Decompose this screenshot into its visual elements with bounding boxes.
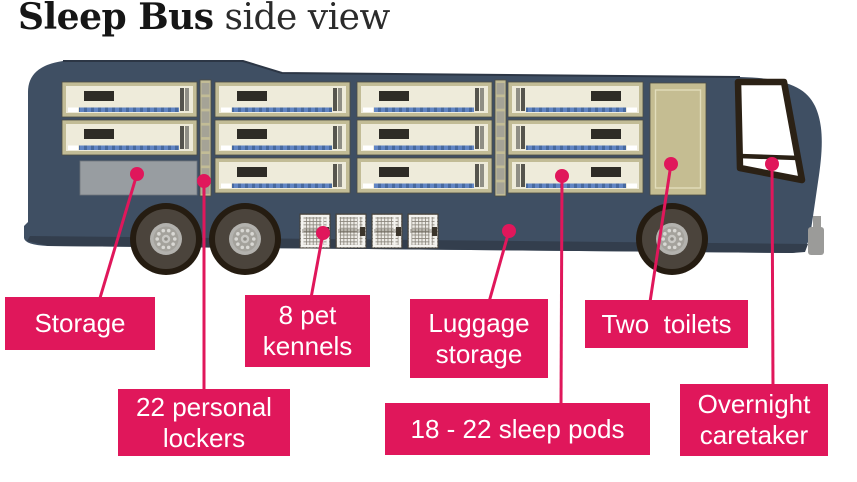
- title-regular: side view: [213, 0, 391, 38]
- sleep-pod: [214, 119, 351, 156]
- wheel: [636, 203, 708, 275]
- toilet-cabin: [649, 82, 707, 196]
- front-step-lower: [808, 227, 824, 255]
- locker-strips-group: [199, 79, 507, 197]
- leader-kennels: [309, 232, 325, 299]
- sleep-pods-group: [61, 81, 644, 194]
- leader-toilets: [648, 163, 673, 303]
- roof-edge: [63, 60, 741, 78]
- leader-luggage: [487, 230, 511, 303]
- sleep-pod: [61, 119, 198, 156]
- wheel: [130, 203, 202, 275]
- pet-kennels-group: [299, 213, 439, 249]
- label-kennels: 8 pet kennels: [245, 295, 370, 367]
- sleep-pod: [507, 119, 644, 156]
- callout-leaders: [98, 157, 779, 407]
- sleep-pod: [507, 81, 644, 118]
- label-sleep-pods: 18 - 22 sleep pods: [385, 403, 650, 455]
- locker-strip: [494, 79, 507, 197]
- dot-lockers: [197, 174, 211, 188]
- kennel-crate: [299, 213, 331, 249]
- kennel-crate: [335, 213, 367, 249]
- wheel: [209, 203, 281, 275]
- dot-kennels: [316, 226, 330, 240]
- leader-storage: [98, 173, 139, 299]
- sleep-pod: [507, 157, 644, 194]
- sleep-pod: [214, 157, 351, 194]
- leader-caretaker: [770, 163, 775, 389]
- label-luggage: Luggage storage: [410, 299, 548, 378]
- wheels-group: [130, 203, 708, 275]
- toilet-cabin-door: [654, 89, 702, 189]
- leader-sleep-pods: [559, 175, 564, 407]
- dot-toilets: [664, 157, 678, 171]
- sleep-pod: [356, 81, 493, 118]
- dot-storage: [130, 167, 144, 181]
- dot-luggage: [502, 224, 516, 238]
- sleep-pod: [214, 81, 351, 118]
- sleep-pod: [61, 81, 198, 118]
- title-bold: Sleep Bus: [18, 0, 214, 38]
- page-title: Sleep Bus side view: [18, 0, 390, 38]
- kennel-crate: [371, 213, 403, 249]
- front-step-upper: [813, 216, 821, 230]
- label-lockers: 22 personal lockers: [118, 389, 290, 456]
- sleep-pod: [356, 119, 493, 156]
- label-caretaker: Overnight caretaker: [680, 384, 828, 456]
- label-storage: Storage: [5, 297, 155, 350]
- kennel-crate: [407, 213, 439, 249]
- sleep-pod: [356, 157, 493, 194]
- dot-sleep-pods: [555, 169, 569, 183]
- dot-caretaker: [765, 157, 779, 171]
- windshield-divider: [738, 153, 799, 161]
- label-toilets: Two toilets: [585, 300, 748, 348]
